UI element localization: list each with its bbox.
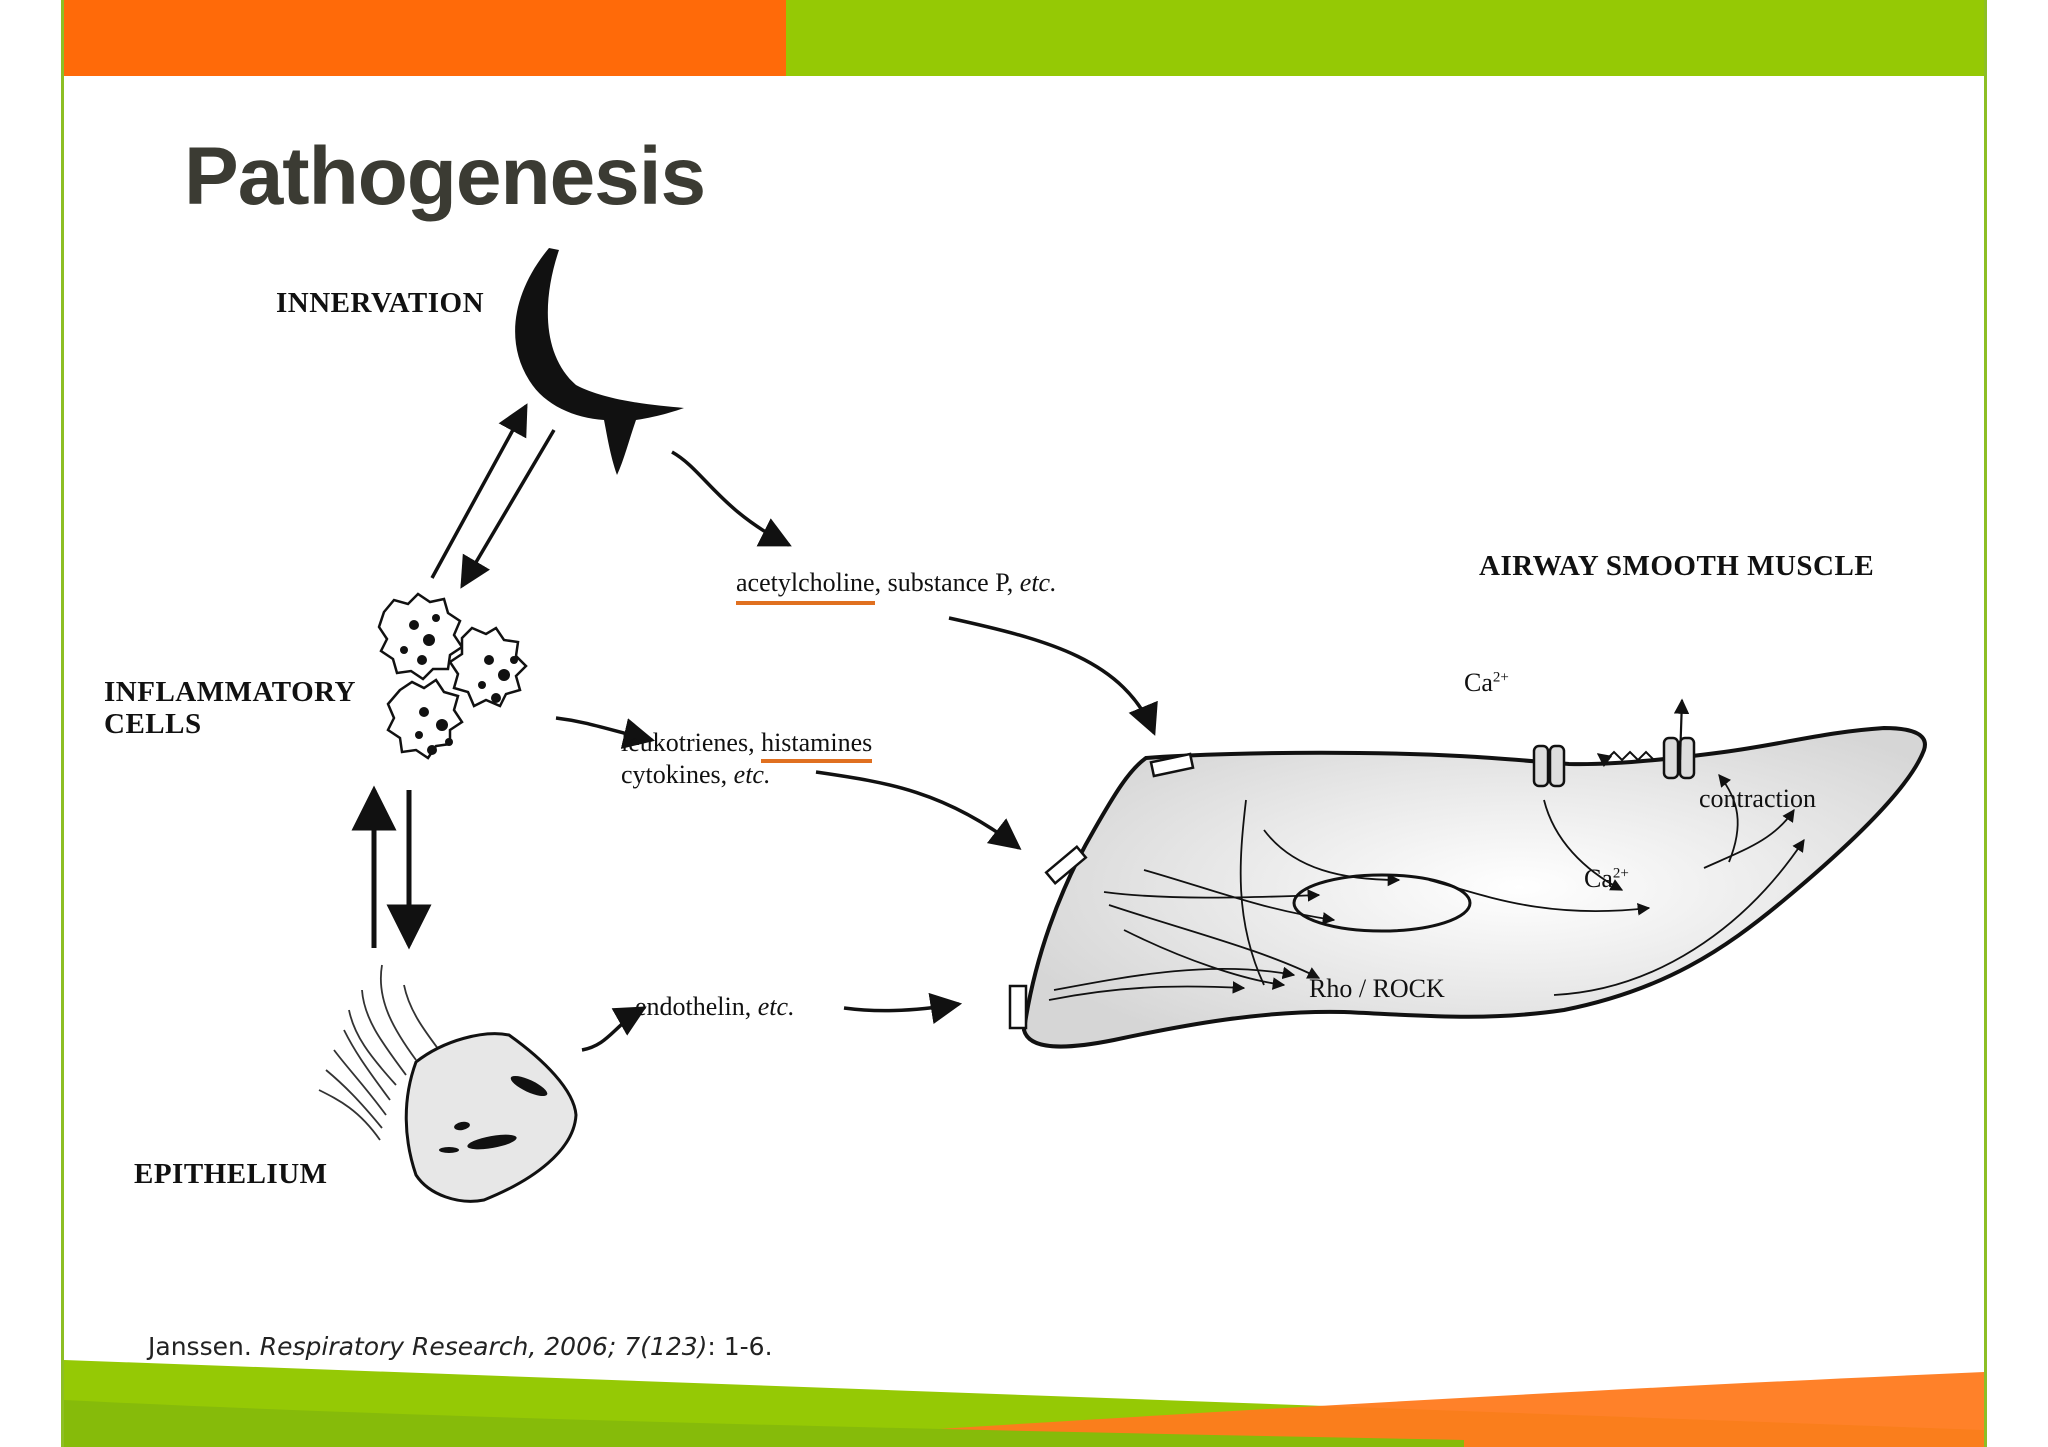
inflammatory-cells-icon (377, 592, 528, 760)
arrow-inflam-mediators-to-muscle (815, 770, 1022, 850)
arrow-inflammatory-to-innervation (430, 403, 528, 579)
label-epi-mediators: endothelin, etc. (635, 992, 795, 1022)
label-innervation: INNERVATION (276, 287, 485, 319)
acetylcholine-text: acetylcholine (736, 568, 875, 605)
label-inflam-mediators-2: cytokines, etc. (621, 760, 770, 790)
label-contraction: contraction (1699, 784, 1816, 813)
leukotrienes-text: leukotrienes (621, 728, 749, 757)
arrow-innervation-to-inflammatory (460, 429, 556, 589)
header-bar-green (786, 0, 1984, 76)
citation: Janssen. Respiratory Research, 2006; 7(1… (148, 1332, 773, 1361)
arrow-inflammatory-to-mediators (555, 716, 656, 749)
etc-text-2: etc. (733, 760, 771, 789)
calcium-channel-left (1532, 744, 1566, 788)
arrow-innervation-to-mediators (671, 450, 792, 547)
calcium-channel-right (1662, 736, 1696, 780)
arrow-neuro-mediators-to-muscle (948, 616, 1158, 736)
receptor-middle (1044, 845, 1088, 885)
histamines-text: histamines (761, 728, 873, 763)
label-ca-middle: Ca2+ (1584, 864, 1629, 894)
receptor-bottom (1008, 984, 1028, 1030)
citation-pages: : 1-6. (707, 1332, 773, 1361)
epithelium-cilia (318, 964, 440, 1141)
label-cells: CELLS (104, 708, 202, 740)
slide: Pathogenesis (61, 0, 1987, 1447)
epithelium-nuclei (439, 1075, 548, 1153)
label-airway-smooth-muscle: AIRWAY SMOOTH MUSCLE (1479, 550, 1875, 582)
citation-journal: Respiratory Research, 2006; 7(123) (259, 1332, 708, 1361)
etc-text-1: etc. (1019, 568, 1057, 597)
label-inflammatory: INFLAMMATORY (104, 676, 357, 708)
etc-text-3: etc. (757, 992, 795, 1021)
depolarization-zigzag (1596, 750, 1655, 768)
label-ca-top: Ca2+ (1464, 668, 1509, 698)
ca-top-text: Ca (1464, 668, 1493, 697)
label-rho-rock: Rho / ROCK (1309, 974, 1445, 1003)
channel-out-arrow (1673, 698, 1690, 761)
label-epithelium: EPITHELIUM (134, 1158, 328, 1190)
header-bar-orange (64, 0, 786, 76)
nerve-terminal-shape (515, 248, 684, 475)
separator-text: , (748, 728, 762, 757)
substance-p-text: , substance P, (874, 568, 1020, 597)
cytokines-text: cytokines, (621, 760, 734, 789)
inflammatory-granules (400, 614, 518, 755)
label-neuro-mediators: acetylcholine, substance P, etc. (736, 568, 1057, 605)
smooth-muscle-nucleus (1292, 873, 1472, 933)
citation-author: Janssen. (148, 1332, 260, 1361)
ca-mid-charge: 2+ (1612, 865, 1629, 882)
epithelium-cell (404, 1032, 578, 1203)
internal-signaling-arrows (1048, 774, 1805, 1001)
ca-mid-text: Ca (1584, 864, 1613, 893)
label-inflam-mediators-1: leukotrienes, histamines (621, 728, 873, 763)
arrow-epi-mediators-to-muscle (843, 992, 963, 1025)
receptor-top (1149, 752, 1195, 778)
arrow-epithelium-to-mediators (581, 1006, 647, 1052)
pathogenesis-diagram (318, 248, 1927, 1203)
slide-title: Pathogenesis (184, 131, 706, 222)
endothelin-text: endothelin, (635, 992, 758, 1021)
ca-top-charge: 2+ (1492, 669, 1509, 686)
footer-bands (64, 1360, 1984, 1447)
